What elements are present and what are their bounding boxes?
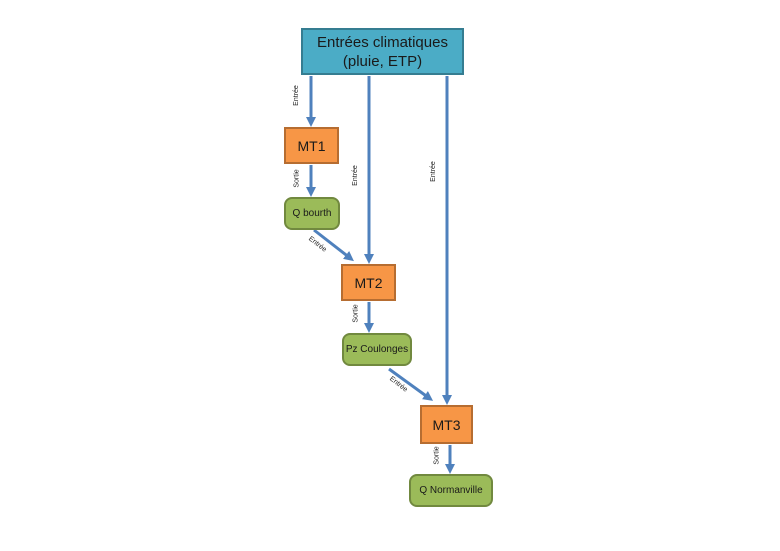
label-sortie-mt3: Sortie (433, 446, 441, 465)
model-mt3-box: MT3 (420, 405, 473, 444)
arrow-qbourth-to-mt2 (313, 228, 354, 262)
climatic-inputs-subtitle: (pluie, ETP) (342, 52, 423, 70)
label-entree-mt3: Entrée (429, 161, 437, 182)
label-entree-mt1: Entrée (292, 85, 300, 106)
climatic-inputs-box: Entrées climatiques (pluie, ETP) (301, 28, 464, 75)
arrow-pzcoulonges-to-mt3 (388, 367, 434, 401)
label-sortie-mt1: Sortie (293, 169, 301, 188)
model-mt2-box: MT2 (341, 264, 396, 301)
output-pz-coulonges-box: Pz Coulonges (342, 333, 412, 366)
output-q-normanville-box: Q Normanville (409, 474, 493, 507)
output-q-bourth-box: Q bourth (284, 197, 340, 230)
label-entree-mt2: Entrée (351, 165, 359, 186)
climatic-inputs-title: Entrées climatiques (317, 33, 448, 51)
label-sortie-mt2: Sortie (352, 304, 360, 323)
model-mt1-box: MT1 (284, 127, 339, 164)
